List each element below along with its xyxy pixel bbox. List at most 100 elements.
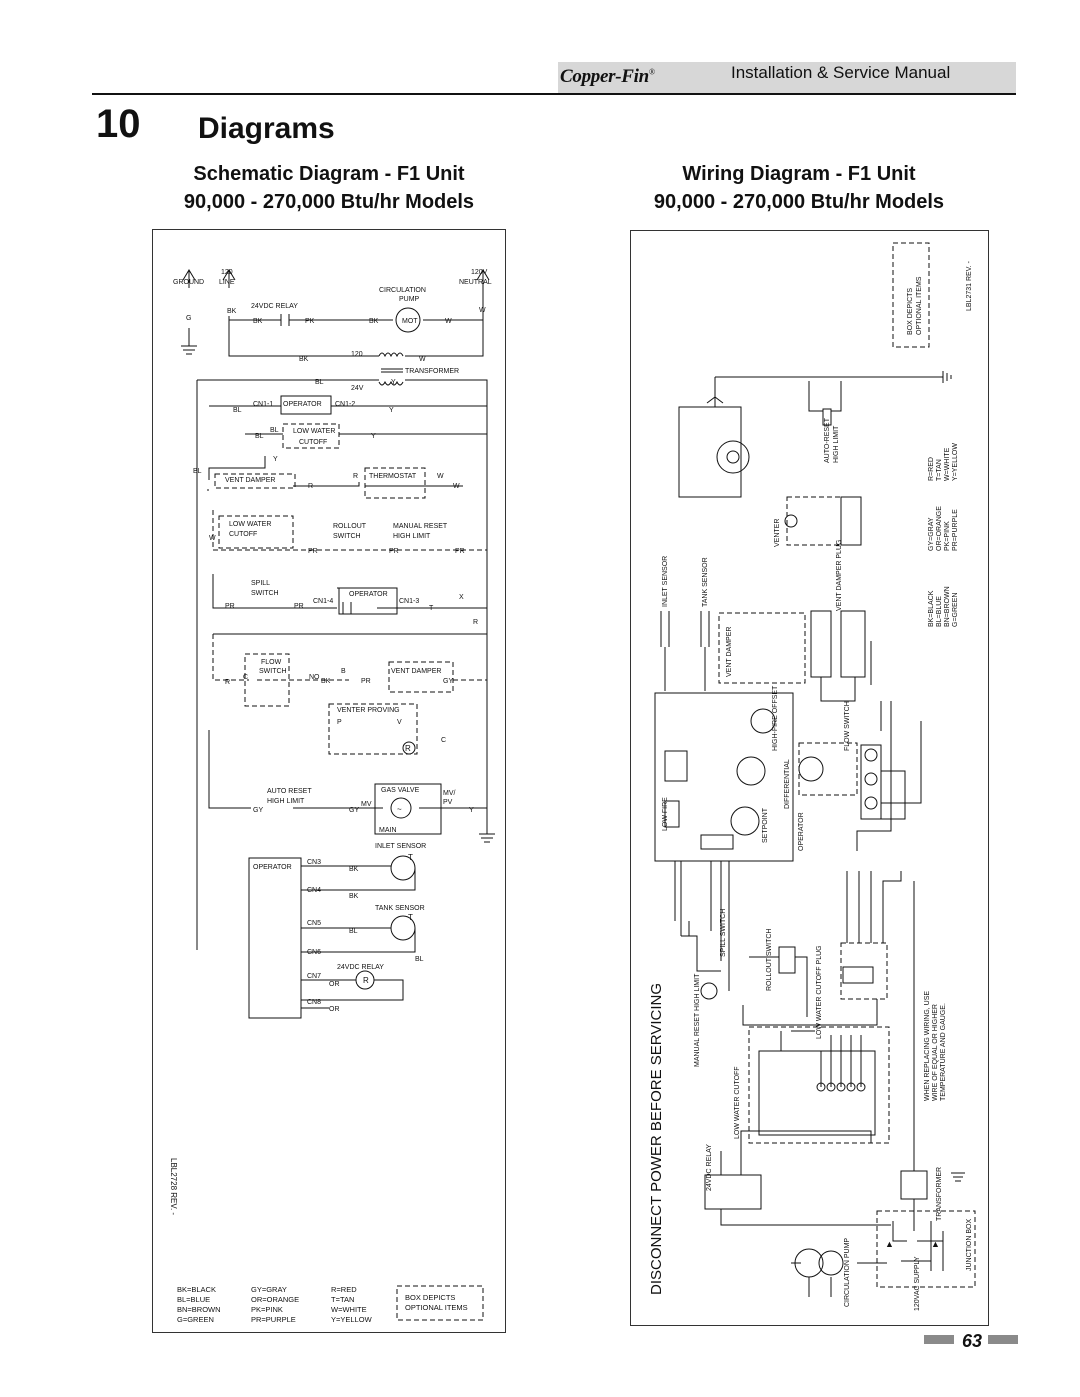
svg-text:T=TAN: T=TAN	[936, 459, 943, 481]
operator-board	[654, 692, 794, 862]
svg-text:R: R	[225, 679, 230, 686]
svg-text:B: B	[341, 668, 346, 675]
svg-text:GY: GY	[443, 678, 453, 685]
svg-text:INLET SENSOR: INLET SENSOR	[375, 843, 426, 850]
svg-text:PK=PINK: PK=PINK	[944, 521, 951, 551]
svg-text:CUTOFF: CUTOFF	[229, 531, 257, 538]
svg-text:PR=PURPLE: PR=PURPLE	[251, 1315, 296, 1324]
svg-text:OPERATOR: OPERATOR	[349, 591, 388, 598]
svg-text:PR: PR	[294, 603, 304, 610]
pump-motor-symbol	[395, 307, 421, 333]
operator-block-2	[338, 587, 398, 615]
section-number: 10	[96, 102, 141, 146]
svg-text:MAIN: MAIN	[379, 827, 397, 834]
svg-text:Y: Y	[371, 433, 376, 440]
svg-text:ROLLOUT: ROLLOUT	[333, 523, 367, 530]
svg-text:MOT: MOT	[402, 318, 418, 325]
svg-text:WIRE OF EQUAL OR HIGHER: WIRE OF EQUAL OR HIGHER	[932, 1004, 939, 1101]
svg-text:SWITCH: SWITCH	[251, 590, 279, 597]
svg-text:OPTIONAL ITEMS: OPTIONAL ITEMS	[405, 1303, 468, 1312]
svg-text:120: 120	[221, 269, 233, 276]
footer-bar-right	[988, 1335, 1018, 1344]
svg-text:VENT DAMPER: VENT DAMPER	[391, 668, 441, 675]
thermostat-block	[364, 467, 426, 499]
svg-text:CN3: CN3	[307, 859, 321, 866]
footer-bar-left	[924, 1335, 954, 1344]
svg-text:VENT DAMPER: VENT DAMPER	[726, 627, 733, 677]
svg-text:TRANSFORMER: TRANSFORMER	[936, 1167, 943, 1221]
svg-text:BK: BK	[349, 866, 359, 873]
svg-text:OR=ORANGE: OR=ORANGE	[936, 506, 943, 551]
svg-text:R: R	[353, 473, 358, 480]
svg-text:W=WHITE: W=WHITE	[331, 1305, 367, 1314]
svg-text:OPERATOR: OPERATOR	[253, 864, 292, 871]
svg-text:DIFFERENTIAL: DIFFERENTIAL	[784, 759, 791, 809]
svg-text:OR: OR	[329, 981, 340, 988]
svg-text:G=GREEN: G=GREEN	[177, 1315, 214, 1324]
svg-text:OR: OR	[329, 1006, 340, 1013]
svg-text:HIGH LIMIT: HIGH LIMIT	[833, 425, 840, 463]
svg-text:CN8: CN8	[307, 999, 321, 1006]
svg-text:120VAC SUPPLY: 120VAC SUPPLY	[914, 1256, 921, 1311]
svg-text:TANK SENSOR: TANK SENSOR	[375, 905, 425, 912]
svg-text:24VDC RELAY: 24VDC RELAY	[337, 964, 384, 971]
svg-text:24VDC RELAY: 24VDC RELAY	[251, 303, 298, 310]
svg-text:BK: BK	[349, 893, 359, 900]
svg-text:BL: BL	[315, 379, 324, 386]
svg-text:BK: BK	[299, 356, 309, 363]
svg-text:TRANSFORMER: TRANSFORMER	[405, 368, 459, 375]
svg-text:CN1-4: CN1-4	[313, 598, 333, 605]
svg-text:GY=GRAY: GY=GRAY	[251, 1285, 287, 1294]
svg-text:BN=BROWN: BN=BROWN	[177, 1305, 221, 1314]
svg-text:Y: Y	[273, 456, 278, 463]
svg-text:PK=PINK: PK=PINK	[251, 1305, 283, 1314]
svg-text:PR: PR	[389, 548, 399, 555]
svg-text:PR: PR	[361, 678, 371, 685]
svg-text:Y: Y	[391, 379, 396, 386]
gas-valve-block	[374, 783, 442, 835]
svg-text:LBL2728 REV. -: LBL2728 REV. -	[169, 1158, 178, 1215]
svg-text:R: R	[405, 744, 411, 753]
svg-text:T=TAN: T=TAN	[331, 1295, 354, 1304]
svg-text:PR: PR	[455, 548, 465, 555]
manual-title: Installation & Service Manual	[731, 63, 951, 82]
svg-text:BK: BK	[321, 678, 331, 685]
svg-text:GY: GY	[349, 807, 359, 814]
operator-block-3	[248, 857, 302, 1019]
svg-text:W: W	[419, 356, 426, 363]
svg-text:INLET SENSOR: INLET SENSOR	[662, 556, 669, 607]
header-rule	[92, 93, 1016, 95]
svg-text:FLOW SWITCH: FLOW SWITCH	[844, 701, 851, 751]
svg-text:BK: BK	[369, 318, 379, 325]
svg-text:▲: ▲	[885, 1239, 894, 1249]
gas-valve	[678, 406, 742, 498]
svg-text:Y: Y	[389, 407, 394, 414]
svg-text:MV: MV	[361, 801, 372, 808]
svg-text:T: T	[408, 853, 413, 862]
svg-text:AUTO-RESET: AUTO-RESET	[824, 417, 831, 463]
svg-text:HIGH LIMIT: HIGH LIMIT	[267, 798, 305, 805]
svg-text:CN5: CN5	[307, 920, 321, 927]
svg-text:CN1-3: CN1-3	[399, 598, 419, 605]
svg-text:VENT DAMPER: VENT DAMPER	[225, 477, 275, 484]
svg-text:AUTO RESET: AUTO RESET	[267, 788, 312, 795]
svg-text:R=RED: R=RED	[928, 457, 935, 481]
svg-text:BOX DEPICTS: BOX DEPICTS	[907, 288, 914, 335]
svg-text:NEUTRAL: NEUTRAL	[459, 279, 492, 286]
svg-text:THERMOSTAT: THERMOSTAT	[369, 473, 417, 480]
svg-text:OPERATOR: OPERATOR	[798, 812, 805, 851]
low-water-block	[282, 423, 340, 449]
svg-text:▲: ▲	[931, 1239, 940, 1249]
section-title: Diagrams	[198, 112, 335, 145]
vent-damper-block	[214, 473, 296, 489]
svg-text:GY: GY	[253, 807, 263, 814]
svg-text:MANUAL RESET HIGH LIMIT: MANUAL RESET HIGH LIMIT	[694, 973, 701, 1067]
svg-text:NO: NO	[309, 674, 320, 681]
header-band	[558, 62, 1016, 94]
svg-text:PK: PK	[305, 318, 315, 325]
svg-text:PUMP: PUMP	[399, 296, 420, 303]
svg-text:X: X	[459, 594, 464, 601]
svg-text:CN1-1: CN1-1	[253, 401, 273, 408]
svg-text:24V: 24V	[351, 385, 364, 392]
